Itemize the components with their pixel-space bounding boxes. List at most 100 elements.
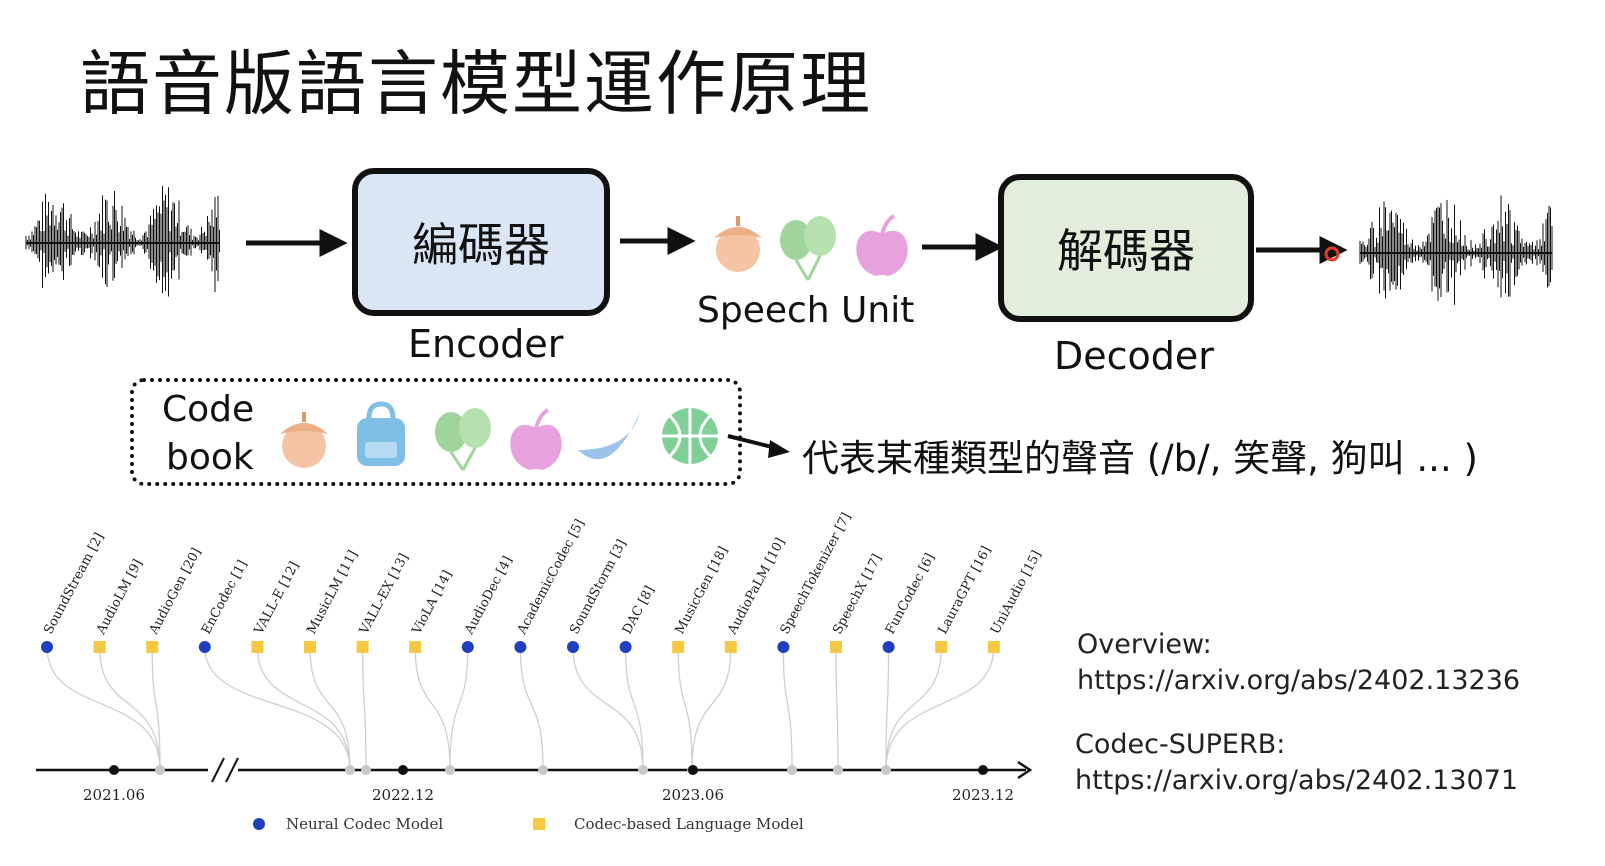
neural-codec-marker <box>777 641 790 653</box>
codec-lm-marker <box>935 641 948 653</box>
decoder-label-en: Decoder <box>1054 334 1214 378</box>
timeline-date-dot <box>978 765 988 775</box>
timeline-connector <box>885 646 942 771</box>
timeline-event-dot <box>361 765 371 775</box>
codebook-arrow <box>727 434 790 458</box>
timeline-connector <box>519 646 544 771</box>
timeline-model-label: EnCodec [1] <box>199 558 250 637</box>
cursor-marker <box>1324 246 1340 262</box>
timeline-model-label: VALL-E [12] <box>251 559 302 637</box>
timeline-connector <box>414 646 451 771</box>
codec-superb-label: Codec-SUPERB: <box>1075 729 1286 760</box>
timeline-model-label: VioLA [14] <box>409 568 456 638</box>
codebook-label-line1: Code <box>162 389 255 430</box>
neural-codec-marker <box>619 641 632 653</box>
acorn-icon <box>280 412 328 468</box>
timeline-event-dot <box>345 765 355 775</box>
balloons-icon <box>780 216 836 281</box>
neural-codec-marker <box>198 641 211 653</box>
codebook-label-line2: book <box>166 437 254 478</box>
timeline-model-label: SpeechX [17] <box>830 552 885 637</box>
codebook-icons <box>280 401 718 471</box>
timeline-model-label: VALL-EX [13] <box>356 551 412 638</box>
apple-icon <box>510 408 562 470</box>
timeline-event-dot <box>881 765 891 775</box>
codec-timeline: SoundStream [2]AudioLM [9]AudioGen [20]E… <box>36 510 1045 833</box>
legend-neural-marker <box>253 818 265 830</box>
timeline-model-label: DAC [8] <box>620 584 658 637</box>
pipeline-arrows <box>246 226 1348 265</box>
backpack-icon <box>357 401 405 466</box>
codec-lm-marker <box>987 641 1000 653</box>
legend-neural-label: Neural Codec Model <box>286 815 443 833</box>
timeline-connector <box>885 646 890 771</box>
overview-link[interactable]: https://arxiv.org/abs/2402.13236 <box>1077 665 1521 696</box>
timeline-model-label: FunCodec [6] <box>883 551 938 637</box>
timeline-date-dot <box>398 765 408 775</box>
apple-icon <box>856 214 908 276</box>
codec-lm-marker <box>304 641 316 653</box>
encoder-box: 編碼器 <box>352 168 610 316</box>
codec-lm-marker <box>146 641 159 653</box>
page-title: 語音版語言模型運作原理 <box>80 43 872 125</box>
timeline-date-label: 2023.06 <box>662 786 724 804</box>
timeline-connector <box>204 646 351 771</box>
timeline-event-dot <box>538 765 548 775</box>
timeline-model-label: LauraGPT [16] <box>935 544 994 637</box>
balloons-icon <box>435 408 491 471</box>
neural-codec-marker <box>567 641 579 653</box>
neural-codec-marker <box>461 641 474 653</box>
timeline-model-label: AudioPaLM [10] <box>725 536 789 638</box>
timeline-connector <box>361 646 367 771</box>
legend-lm-label: Codec-based Language Model <box>574 815 804 833</box>
neural-codec-marker <box>514 641 527 653</box>
timeline-connector <box>782 646 793 771</box>
pipeline-graphics <box>25 185 1553 305</box>
timeline-date-dot <box>109 765 119 775</box>
timeline-connector <box>835 646 839 771</box>
legend-lm-marker <box>533 818 545 830</box>
output-waveform <box>1359 195 1553 305</box>
timeline-connector <box>449 646 469 771</box>
basketball-icon <box>662 408 718 464</box>
timeline-event-dot <box>638 765 648 775</box>
timeline-connector <box>691 646 732 771</box>
timeline-event-dot <box>445 765 455 775</box>
timeline-date-label: 2021.06 <box>83 786 145 804</box>
overview-label: Overview: <box>1077 629 1212 660</box>
timeline-model-label: MusicGen [18] <box>672 544 731 637</box>
acorn-icon <box>714 216 762 272</box>
decoder-label-zh: 解碼器 <box>1057 224 1195 278</box>
neural-codec-marker <box>41 641 53 653</box>
codec-lm-marker <box>251 641 264 653</box>
timeline-model-label: SoundStream [2] <box>41 531 107 637</box>
timeline-event-dot <box>155 765 165 775</box>
codec-superb-link[interactable]: https://arxiv.org/abs/2402.13071 <box>1075 765 1519 796</box>
codec-lm-marker <box>409 641 422 653</box>
decoder-box: 解碼器 <box>998 174 1254 322</box>
encoder-label-en: Encoder <box>408 322 564 366</box>
timeline-date-label: 2023.12 <box>952 786 1014 804</box>
input-waveform <box>25 185 220 297</box>
timeline-model-label: UniAudio [15] <box>988 548 1045 637</box>
neural-codec-marker <box>882 641 895 653</box>
timeline-connector <box>309 646 351 771</box>
timeline-connector <box>256 646 351 771</box>
codebook-description: 代表某種類型的聲音 (/b/, 笑聲, 狗叫 ... ) <box>802 437 1478 480</box>
timeline-model-label: MusicLM [11] <box>304 548 361 637</box>
speech-unit-label: Speech Unit <box>697 290 915 331</box>
codec-lm-marker <box>356 641 369 653</box>
timeline-connector <box>885 646 995 771</box>
codec-lm-marker <box>724 641 737 653</box>
timeline-connector <box>98 646 161 771</box>
timeline-model-label: AudioLM [9] <box>93 557 145 638</box>
codec-lm-marker <box>830 641 842 653</box>
codec-lm-marker <box>672 641 685 653</box>
timeline-event-dot <box>787 765 797 775</box>
codebook-box: Code book <box>130 378 742 486</box>
timeline-connector <box>46 646 161 771</box>
timeline-date-dot <box>688 765 698 775</box>
timeline-connector <box>624 646 644 771</box>
timeline-connector <box>677 646 693 771</box>
timeline-date-label: 2022.12 <box>372 786 434 804</box>
